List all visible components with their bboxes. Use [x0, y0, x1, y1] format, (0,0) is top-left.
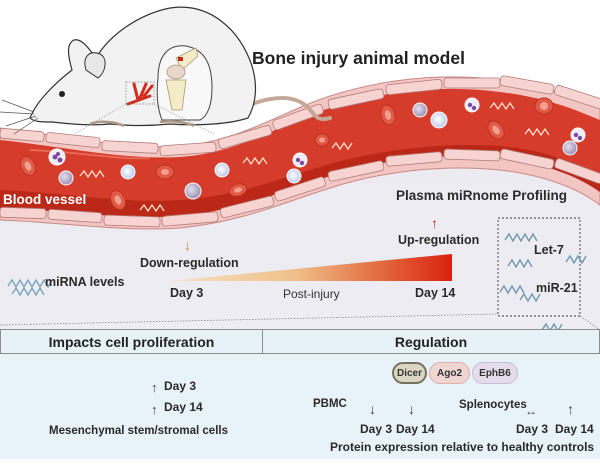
projection-lines	[0, 313, 600, 331]
timeline-gradient	[168, 254, 452, 281]
msc-day14: Day 14	[164, 400, 203, 414]
vessel-zoom-box	[125, 81, 155, 105]
blood-vessel-label: Blood vessel	[3, 192, 87, 207]
mouse-illustration	[0, 6, 332, 135]
mirna-box-squiggles	[499, 232, 587, 333]
vessel-mirna-squiggles	[79, 101, 550, 213]
zoom-lines	[73, 103, 215, 135]
splenocytes-label: Splenocytes	[459, 399, 527, 411]
msc-day3: Day 3	[164, 379, 197, 393]
mouse-ear	[84, 52, 106, 79]
down-regulation-label: Down-regulation	[140, 256, 239, 270]
pbmc-label: PBMC	[313, 398, 347, 410]
proliferation-panel	[0, 354, 300, 459]
injury-site	[178, 57, 183, 61]
mouse-body	[29, 6, 257, 127]
mouse-tail	[250, 95, 332, 122]
pbmc-day14: Day 14	[396, 422, 435, 436]
down-arrow-icon: ↓	[184, 237, 191, 253]
splenocytes-day3: Day 3	[516, 422, 549, 436]
profiling-title: Plasma miRnome Profiling	[396, 188, 568, 203]
msc-label: Mesenchymal stem/stromal cells	[49, 425, 228, 437]
protein-ago2: Ago2	[429, 362, 470, 384]
vessel-highlight	[29, 149, 151, 160]
mouse-eye	[59, 91, 65, 97]
diagram-title: Bone injury animal model	[252, 48, 465, 68]
regulation-header: Regulation	[262, 329, 600, 354]
mirna-let7-label: Let-7	[534, 243, 564, 257]
up-arrow-icon: ↑	[151, 380, 158, 395]
mirna-box	[497, 217, 581, 317]
tibia	[165, 79, 187, 111]
protein-dicer: Dicer	[392, 362, 427, 384]
timeline-start: Day 3	[170, 286, 204, 300]
mirna-mir21-label: miR-21	[536, 281, 578, 295]
up-arrow-icon: ↑	[567, 401, 574, 417]
protein-ephb6: EphB6	[472, 362, 518, 384]
mirna-levels-label: miRNA levels	[45, 275, 125, 289]
mouse-vessel-branch	[126, 82, 154, 106]
endothelium-bottom	[0, 148, 600, 228]
protein-expression-caption: Protein expression relative to healthy c…	[330, 440, 595, 454]
up-arrow-icon: ↑	[431, 215, 438, 231]
mouse-whiskers	[0, 99, 39, 135]
timeline-end: Day 14	[415, 286, 456, 300]
up-regulation-label: Up-regulation	[398, 233, 480, 247]
knee-joint	[166, 64, 186, 80]
white-blood-cells	[48, 97, 586, 200]
red-blood-cells	[19, 97, 554, 211]
mirna-levels-icon	[7, 278, 53, 297]
down-arrow-icon: ↓	[369, 401, 376, 417]
pbmc-day3: Day 3	[360, 422, 393, 436]
mouse-feet	[89, 119, 195, 128]
endothelium-top	[0, 75, 600, 157]
splenocytes-day14: Day 14	[555, 422, 594, 436]
down-arrow-icon: ↓	[408, 401, 415, 417]
up-arrow-icon: ↑	[151, 402, 158, 417]
rbc-centers	[24, 102, 548, 205]
bidirectional-arrow-icon: ↔	[525, 404, 537, 418]
vessel-lumen-shadow	[0, 144, 600, 217]
proliferation-header: Impacts cell proliferation	[0, 329, 263, 354]
timeline-middle: Post-injury	[283, 287, 340, 301]
